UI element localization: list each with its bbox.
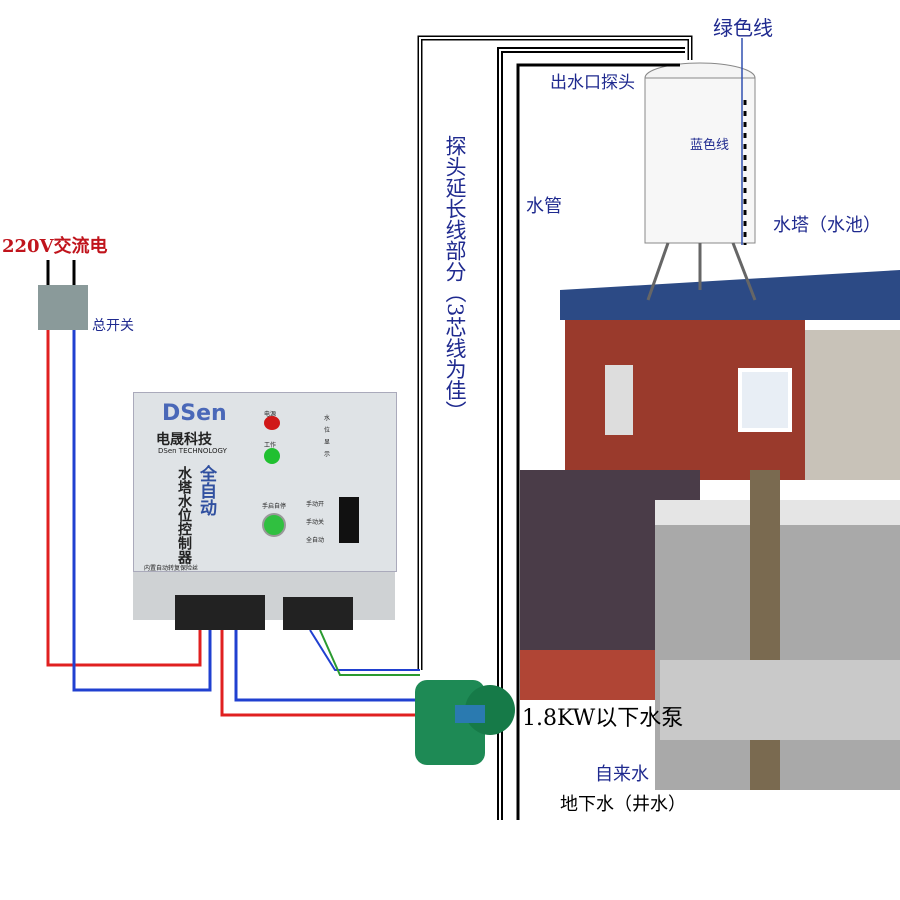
main-switch <box>38 285 88 330</box>
terminal-block-left <box>175 595 265 630</box>
pump-label: 1.8KW以下水泵 <box>522 706 684 731</box>
blue-wire-label: 蓝色线 <box>690 138 730 153</box>
brand-cn: 电晟科技 <box>156 432 212 448</box>
controller-mode: 全自动 <box>196 465 216 516</box>
water-tower <box>644 38 757 301</box>
power-label: 220V交流电 <box>2 236 108 257</box>
tower-label: 水塔（水池） <box>773 215 881 236</box>
water-pump <box>415 680 515 765</box>
controller-panel: DSen 电晟科技 DSen TECHNOLOGY 水塔水位控制器 全自动 电源… <box>133 392 397 572</box>
outlet-probe-label: 出水口探头 <box>550 73 635 93</box>
switch-option: 手动关 <box>306 519 325 526</box>
level-label: 显 <box>324 439 331 446</box>
controller-title: 水塔水位控制器 <box>176 466 192 564</box>
power-light <box>264 416 280 430</box>
terminal-block-right <box>283 597 353 630</box>
green-wire-label: 绿色线 <box>713 16 773 40</box>
brand-logo: DSen <box>162 401 227 426</box>
fuse-note: 内置自动转复保险丝 <box>144 565 199 572</box>
switch-option: 手动开 <box>306 501 325 508</box>
switch-option: 全自动 <box>306 537 325 544</box>
ground-water-label: 地下水（井水） <box>560 794 686 815</box>
level-label: 示 <box>324 451 331 458</box>
wiring <box>46 35 693 820</box>
mode-switch[interactable] <box>339 497 359 543</box>
level-label: 水 <box>324 415 331 422</box>
work-light-label: 工作 <box>264 442 277 449</box>
house <box>520 270 900 790</box>
level-label: 位 <box>324 427 331 434</box>
pipe-label: 水管 <box>526 196 562 217</box>
power-light-label: 电源 <box>264 411 277 418</box>
probe-extension-label: 探头延长线部分（3芯线为佳） <box>443 135 467 422</box>
work-light <box>264 448 280 464</box>
manual-start-button[interactable] <box>262 513 286 537</box>
button-label: 手启自停 <box>262 503 287 510</box>
brand-en: DSen TECHNOLOGY <box>158 447 227 455</box>
main-switch-label: 总开关 <box>92 318 134 334</box>
tap-water-label: 自来水 <box>595 764 649 785</box>
